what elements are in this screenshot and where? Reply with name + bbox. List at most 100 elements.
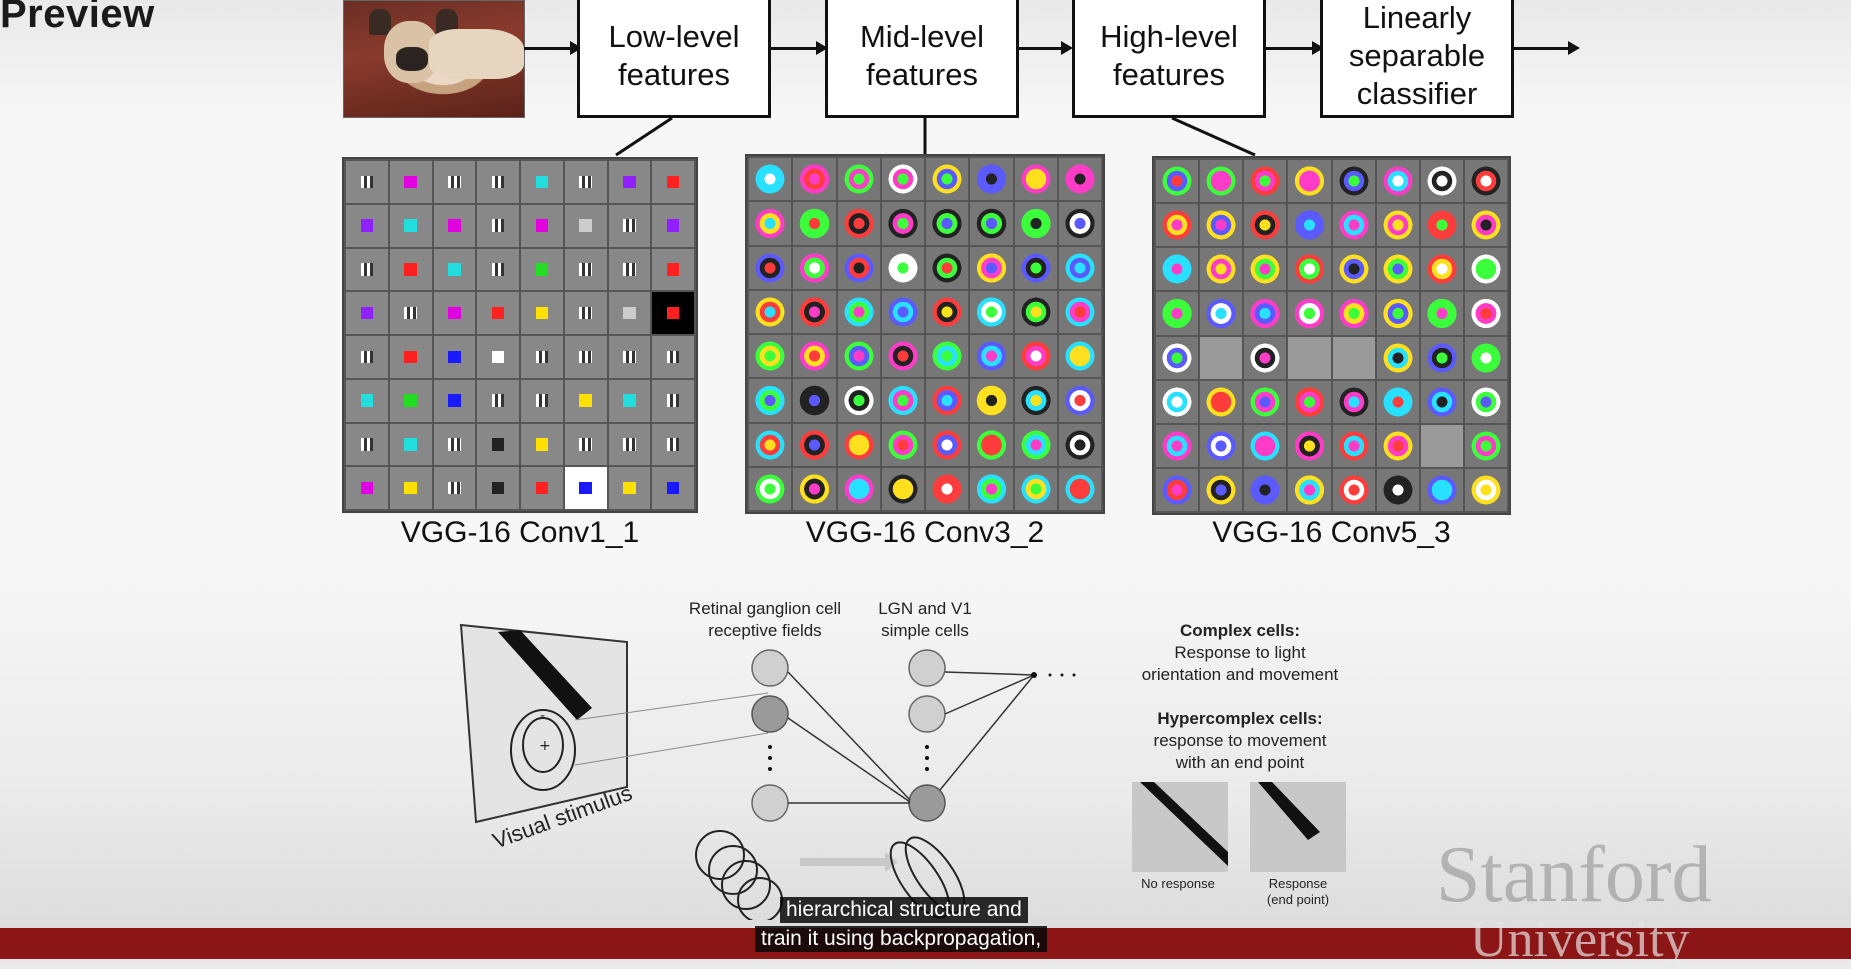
dog-photo: [343, 0, 525, 118]
lgn-v1-label: LGN and V1 simple cells: [878, 599, 972, 640]
filter-cell: [1156, 468, 1199, 511]
filter-cell: [926, 202, 969, 245]
filter-cell: [652, 204, 694, 247]
filter-cell: [1288, 424, 1331, 467]
filter-cell: [926, 335, 969, 378]
conv1-1-filter-grid: [342, 157, 698, 513]
linear-classifier-box: Linearly separable classifier: [1320, 0, 1514, 118]
filter-cell: [970, 467, 1013, 510]
filter-cell: [1332, 204, 1375, 247]
filter-cell: [1244, 424, 1287, 467]
filter-cell: [837, 467, 880, 510]
filter-cell: [564, 248, 607, 291]
filter-cell: [1244, 204, 1287, 247]
filter-cell: [1420, 204, 1463, 247]
filter-cell: [389, 467, 432, 509]
filter-cell: [1376, 248, 1419, 291]
filter-cell: [749, 158, 792, 201]
conv3-2-label: VGG-16 Conv3_2: [805, 516, 1045, 549]
filter-cell: [564, 467, 607, 509]
filter-cell: [1420, 248, 1463, 291]
filter-cell: [477, 379, 519, 422]
filter-cell: [970, 202, 1013, 245]
filter-cell: [1376, 204, 1419, 247]
filter-cell: [1464, 468, 1507, 511]
filter-cell: [1014, 246, 1057, 289]
caption-line-1: hierarchical structure and: [780, 897, 1028, 923]
filter-cell: [433, 379, 476, 422]
filter-cell: [1014, 158, 1057, 201]
svg-text:-: -: [540, 708, 545, 724]
filter-cell: [608, 467, 651, 509]
filter-cell: [1156, 292, 1199, 335]
filter-cell: [608, 204, 651, 247]
filter-cell: [652, 467, 694, 509]
retinal-ganglion-label: Retinal ganglion cell receptive fields: [688, 599, 842, 640]
mid-level-features-box: Mid-level features: [825, 0, 1019, 118]
conv3-2-filter-grid: [745, 154, 1105, 514]
filter-cell: [1420, 336, 1463, 379]
response-examples: [1132, 782, 1346, 872]
filter-cell: [1200, 160, 1243, 203]
box-grid-connectors: [615, 116, 1256, 157]
filter-cell: [837, 335, 880, 378]
filter-cell: [1464, 160, 1507, 203]
filter-cell: [926, 379, 969, 422]
filter-cell: [749, 379, 792, 422]
filter-cell: [1376, 380, 1419, 423]
filter-cell: [1420, 160, 1463, 203]
filter-cell: [1332, 248, 1375, 291]
filter-cell: [1058, 246, 1101, 289]
filter-cell: [1464, 292, 1507, 335]
filter-cell: [1288, 160, 1331, 203]
filter-cell: [652, 248, 694, 291]
filter-cell: [389, 292, 432, 334]
filter-cell: [608, 292, 651, 334]
filter-cell: [564, 379, 607, 422]
filter-cell: [608, 161, 651, 203]
filter-cell: [1376, 292, 1419, 335]
filter-cell: [433, 336, 476, 378]
filter-cell: [521, 292, 563, 334]
filter-cell: [749, 467, 792, 510]
svg-text:+: +: [539, 738, 551, 754]
hypercomplex-cells-desc: response to movement with an end point: [1153, 731, 1327, 772]
filter-cell: [793, 202, 836, 245]
filter-cell: [881, 202, 924, 245]
filter-cell: [749, 246, 792, 289]
filter-cell: [1288, 292, 1331, 335]
filter-cell: [477, 336, 519, 378]
filter-cell: [837, 246, 880, 289]
filter-cell: [1288, 248, 1331, 291]
filter-cell: [926, 246, 969, 289]
filter-cell: [1376, 336, 1419, 379]
filter-cell: [1244, 248, 1287, 291]
filter-cell: [652, 423, 694, 466]
filter-cell: [1420, 292, 1463, 335]
filter-cell: [1464, 424, 1507, 467]
filter-cell: [346, 467, 388, 509]
university-watermark: University: [1470, 911, 1690, 968]
filter-cell: [1014, 202, 1057, 245]
filter-cell: [389, 423, 432, 466]
conv5-3-filter-grid: [1152, 156, 1511, 515]
filter-cell: [1464, 380, 1507, 423]
filter-cell: [521, 379, 563, 422]
filter-cell: [346, 161, 388, 203]
filter-cell: [1376, 160, 1419, 203]
filter-cell: [837, 379, 880, 422]
filter-cell: [1058, 379, 1101, 422]
no-response-label: No response: [1141, 876, 1215, 891]
filter-cell: [926, 290, 969, 333]
filter-cell: [1464, 248, 1507, 291]
filter-cell: [521, 161, 563, 203]
filter-cell: [970, 290, 1013, 333]
filter-cell: [521, 336, 563, 378]
filter-cell: [1332, 292, 1375, 335]
filter-cell: [1244, 380, 1287, 423]
filter-cell: [1332, 380, 1375, 423]
filter-cell: [926, 467, 969, 510]
filter-cell: [608, 423, 651, 466]
filter-cell: [749, 335, 792, 378]
filter-cell: [881, 379, 924, 422]
